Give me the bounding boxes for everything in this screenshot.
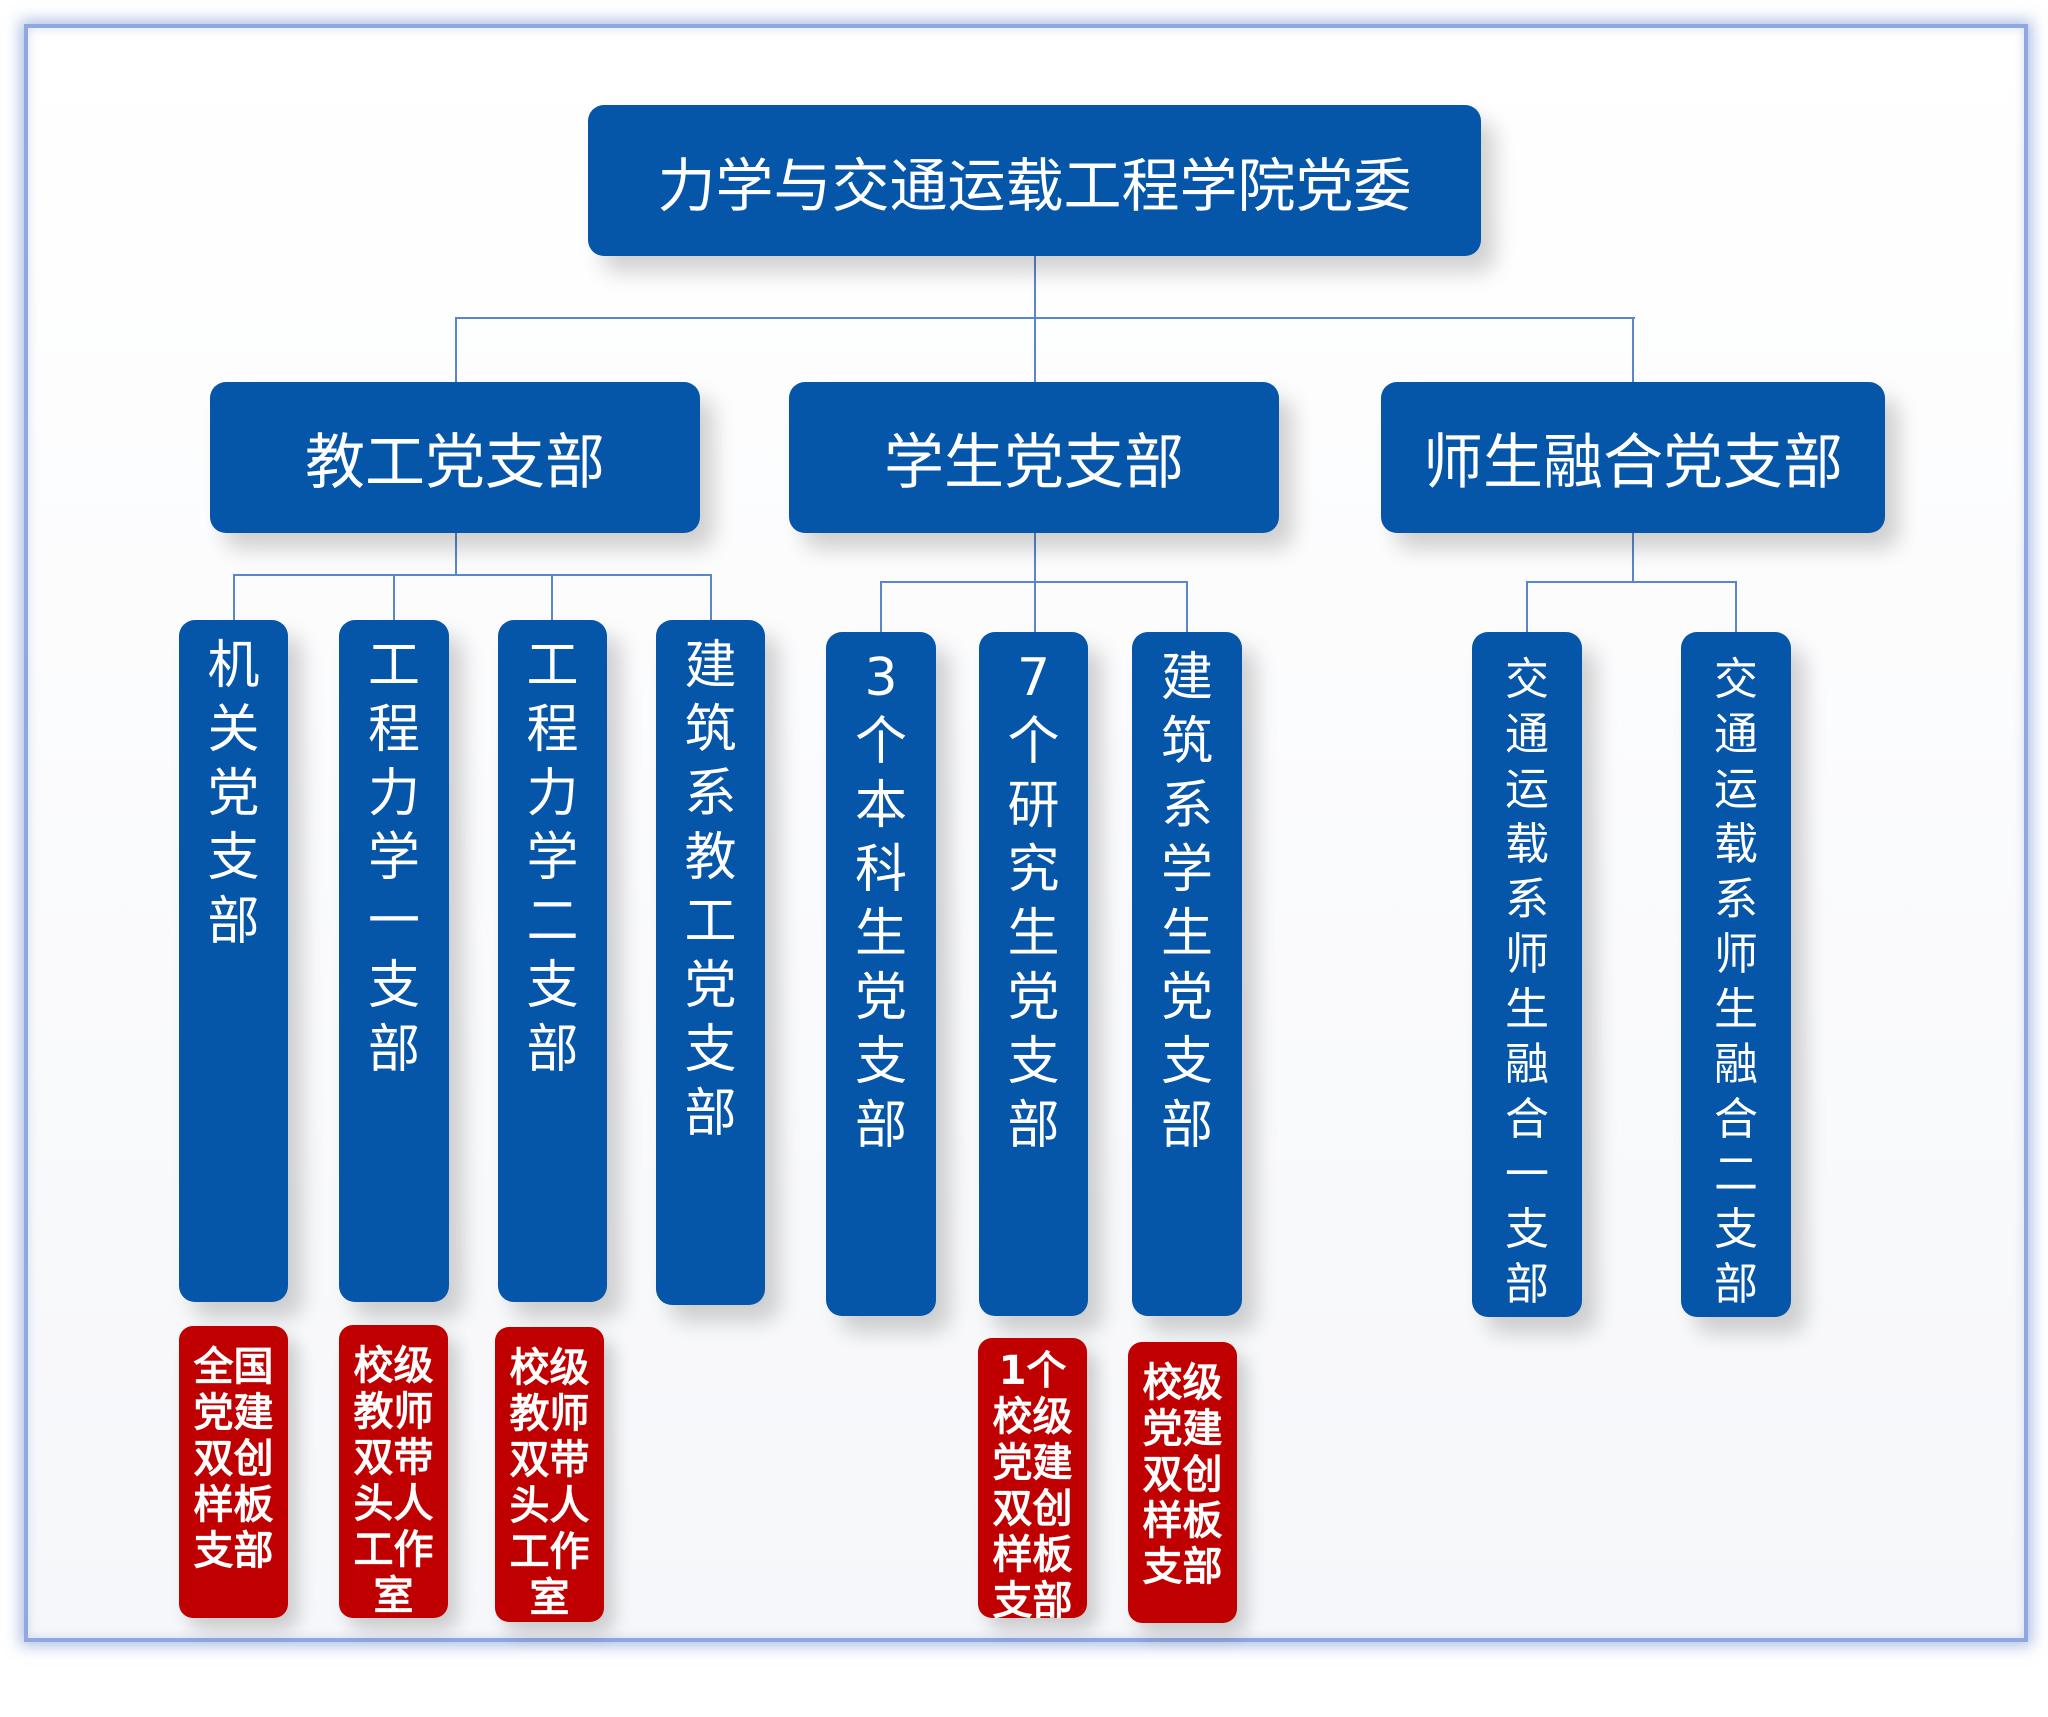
sub-branch-label: 工程力学一支部 — [368, 636, 421, 1080]
sub-branch-label: 建筑系教工党支部 — [684, 636, 737, 1144]
connector — [1526, 581, 1528, 632]
sub-branch: 工程力学一支部 — [339, 620, 449, 1302]
badge-label: 校级教师双带头人工作室 — [353, 1343, 434, 1619]
sub-branch: 7个研究生党支部 — [979, 632, 1088, 1316]
branch-students: 学生党支部 — [789, 382, 1279, 533]
connector — [233, 574, 235, 620]
branch-label: 师生融合党支部 — [1423, 428, 1843, 498]
sub-branch-label: 工程力学二支部 — [526, 636, 579, 1080]
connector — [880, 581, 1187, 583]
connector — [455, 317, 457, 382]
branch-mixed: 师生融合党支部 — [1381, 382, 1885, 533]
connector — [1632, 317, 1634, 382]
branch-teachers: 教工党支部 — [210, 382, 700, 533]
sub-branch: 交通运载系师生融合二支部 — [1681, 632, 1791, 1317]
badge-label: 校级教师双带头人工作室 — [509, 1345, 590, 1621]
sub-branch-label: 3个本科生党支部 — [855, 648, 908, 1156]
honor-badge: 校级教师双带头人工作室 — [495, 1327, 604, 1622]
honor-badge: 1个校级党建双创样板支部 — [978, 1338, 1087, 1624]
sub-branch-label: 建筑系学生党支部 — [1161, 648, 1214, 1156]
connector — [1735, 581, 1737, 632]
connector — [1186, 581, 1188, 632]
sub-branch: 3个本科生党支部 — [826, 632, 936, 1316]
sub-branch: 工程力学二支部 — [498, 620, 607, 1302]
branch-label: 教工党支部 — [305, 428, 605, 498]
honor-badge: 全国党建双创样板支部 — [179, 1326, 288, 1618]
sub-branch: 交通运载系师生融合一支部 — [1472, 632, 1582, 1317]
sub-branch: 建筑系学生党支部 — [1132, 632, 1242, 1316]
connector — [710, 574, 712, 620]
sub-branch-label: 7个研究生党支部 — [1007, 648, 1060, 1156]
honor-badge: 校级教师双带头人工作室 — [339, 1325, 448, 1619]
connector — [1632, 533, 1634, 582]
connector — [455, 317, 1635, 319]
connector — [1526, 581, 1737, 583]
sub-branch: 建筑系教工党支部 — [656, 620, 765, 1305]
sub-branch-label: 交通运载系师生融合二支部 — [1714, 654, 1758, 1310]
connector — [393, 574, 395, 620]
connector — [455, 533, 457, 575]
connector — [1034, 256, 1036, 382]
badge-label: 1个校级党建双创样板支部 — [992, 1348, 1073, 1624]
honor-badge: 校级党建双创样板支部 — [1128, 1342, 1237, 1623]
root-label: 力学与交通运载工程学院党委 — [657, 151, 1412, 220]
sub-branch-label: 机关党支部 — [207, 636, 260, 952]
connector — [880, 581, 882, 632]
sub-branch: 机关党支部 — [179, 620, 288, 1302]
badge-label: 全国党建双创样板支部 — [193, 1344, 274, 1574]
branch-label: 学生党支部 — [884, 428, 1184, 498]
connector — [233, 574, 712, 576]
connector — [551, 574, 553, 620]
sub-branch-label: 交通运载系师生融合一支部 — [1505, 654, 1549, 1310]
root-node: 力学与交通运载工程学院党委 — [588, 105, 1481, 256]
badge-label: 校级党建双创样板支部 — [1142, 1360, 1223, 1590]
